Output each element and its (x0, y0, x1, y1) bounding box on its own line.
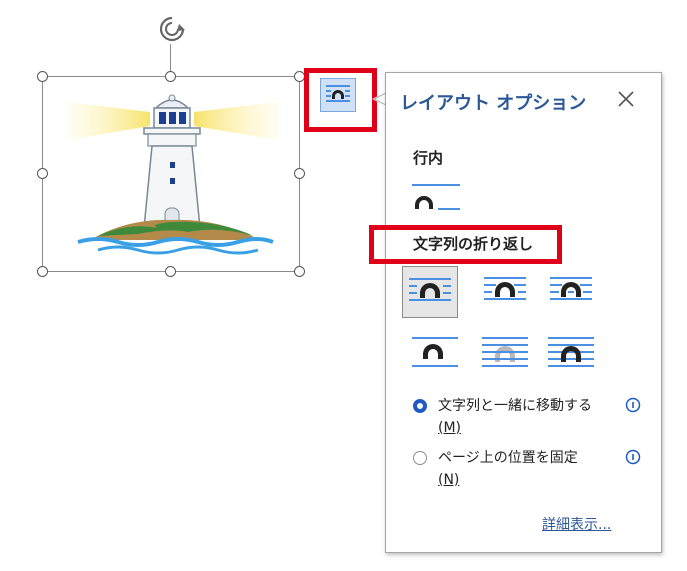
info-icon[interactable] (625, 397, 641, 413)
wrap-tight-option[interactable] (478, 266, 534, 318)
wrap-through-option[interactable] (544, 266, 600, 318)
wrap-square-icon (409, 278, 451, 301)
fix-position-label[interactable]: ページ上の位置を固定 (N) (438, 447, 578, 491)
fix-position-text: ページ上の位置を固定 (438, 450, 578, 466)
see-more-link[interactable]: 詳細表示... (542, 517, 612, 533)
resize-handle-bottom-right[interactable] (294, 266, 305, 277)
wrap-square-option[interactable] (402, 266, 458, 318)
layout-options-button[interactable] (320, 78, 356, 112)
wrap-tight-icon (484, 277, 526, 300)
close-icon[interactable] (615, 88, 637, 110)
trigger-highlight-box (304, 68, 377, 132)
move-with-text-text: 文字列と一緒に移動する (438, 398, 592, 414)
wrap-top-bottom-option[interactable] (408, 328, 464, 380)
rotate-connector (170, 44, 171, 72)
wrap-through-icon (550, 277, 592, 300)
wrap-section-heading: 文字列の折り返し (413, 235, 534, 253)
wrap-in-front-option[interactable] (544, 328, 600, 380)
info-icon[interactable] (625, 449, 641, 465)
resize-handle-bottom-left[interactable] (37, 266, 48, 277)
move-with-text-label[interactable]: 文字列と一緒に移動する (M) (438, 395, 616, 439)
fix-position-key: (N) (438, 472, 460, 488)
move-with-text-key: (M) (438, 420, 462, 436)
resize-handle-left[interactable] (37, 168, 48, 179)
lighthouse-picture[interactable] (68, 90, 278, 260)
wrap-heading-highlight-box (369, 225, 562, 264)
resize-handle-top[interactable] (165, 71, 176, 82)
wrap-inline-icon[interactable] (408, 177, 464, 221)
resize-handle-bottom[interactable] (165, 266, 176, 277)
layout-options-icon (326, 85, 350, 102)
wrap-top-bottom-icon (412, 337, 458, 367)
wrap-in-front-icon (548, 337, 594, 367)
wrap-behind-text-option[interactable] (478, 328, 534, 380)
move-with-text-radio[interactable] (413, 399, 427, 413)
rotate-handle-icon[interactable] (157, 14, 187, 44)
resize-handle-top-left[interactable] (37, 71, 48, 82)
resize-handle-right[interactable] (294, 168, 305, 179)
inline-section-heading: 行内 (413, 149, 444, 167)
wrap-behind-text-icon (482, 337, 528, 367)
fix-position-radio[interactable] (413, 451, 427, 465)
panel-pointer-arrow (372, 92, 386, 106)
panel-title: レイアウト オプション (400, 93, 587, 114)
